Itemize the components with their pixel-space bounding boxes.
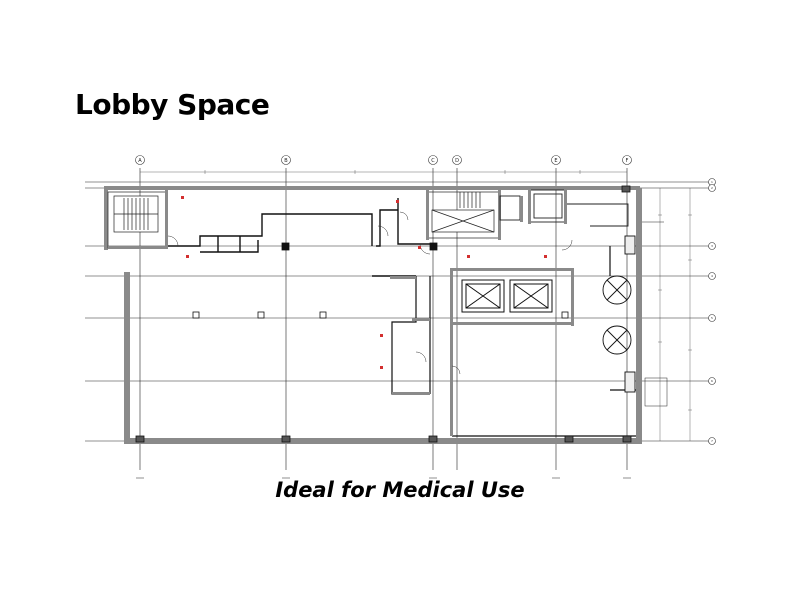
grid-label-1: 1 bbox=[711, 180, 713, 184]
grid-label-a: A bbox=[138, 158, 142, 164]
stair-center bbox=[427, 191, 501, 239]
grid-bubble-2 bbox=[708, 184, 716, 192]
grid-bubble-5 bbox=[708, 314, 716, 322]
grid-bubble-3 bbox=[708, 242, 716, 250]
elevator-core bbox=[451, 269, 573, 325]
elevator-core-walls bbox=[450, 268, 574, 326]
row-grid-labels: 1 2 3 4 5 6 7 bbox=[711, 180, 713, 443]
grid-bubble-4 bbox=[708, 272, 716, 280]
grid-label-c: C bbox=[431, 158, 435, 164]
grid-bubble-f bbox=[622, 155, 632, 165]
shaft-walls bbox=[520, 188, 567, 224]
grid-bubble-c bbox=[428, 155, 438, 165]
right-annotation-frame bbox=[642, 221, 668, 407]
stair-top-left bbox=[107, 191, 167, 249]
grid-label-e: E bbox=[554, 158, 557, 164]
accent-markers bbox=[181, 196, 547, 369]
dimension-ticks bbox=[204, 170, 692, 411]
grid-bubble-e bbox=[551, 155, 561, 165]
grid-label-6: 6 bbox=[711, 379, 713, 383]
interior-partitions-upper bbox=[168, 198, 430, 277]
grid-label-7: 7 bbox=[711, 439, 713, 443]
grid-label-b: B bbox=[284, 158, 288, 164]
structural-columns bbox=[135, 185, 632, 443]
grid-label-d: D bbox=[455, 158, 459, 164]
column-grid-labels: A B C D E F bbox=[138, 158, 628, 164]
grid-bubble-6 bbox=[708, 377, 716, 385]
grid-bubble-a bbox=[135, 155, 145, 165]
grid-bubble-b bbox=[281, 155, 291, 165]
grid-bubble-7 bbox=[708, 437, 716, 445]
stair-walls bbox=[108, 190, 168, 249]
lobby-partitions bbox=[391, 246, 636, 437]
column-grid-bubbles bbox=[135, 155, 632, 165]
grid-label-f: F bbox=[626, 158, 629, 164]
page-title: Lobby Space bbox=[75, 88, 270, 121]
duct-shafts bbox=[602, 235, 636, 393]
page-caption: Ideal for Medical Use bbox=[275, 478, 525, 502]
stair-center-walls bbox=[426, 190, 501, 240]
grid-label-2: 2 bbox=[711, 186, 713, 190]
dimension-lines bbox=[140, 171, 691, 441]
grid-label-5: 5 bbox=[711, 316, 713, 320]
column-grid-lines bbox=[139, 168, 628, 470]
exterior-walls bbox=[104, 186, 642, 444]
grid-bubble-d bbox=[452, 155, 462, 165]
lobby-partition-walls bbox=[390, 276, 453, 436]
grid-label-4: 4 bbox=[711, 274, 713, 278]
grid-label-3: 3 bbox=[711, 244, 713, 248]
door-swings bbox=[167, 211, 573, 375]
row-grid-bubbles bbox=[708, 178, 716, 445]
